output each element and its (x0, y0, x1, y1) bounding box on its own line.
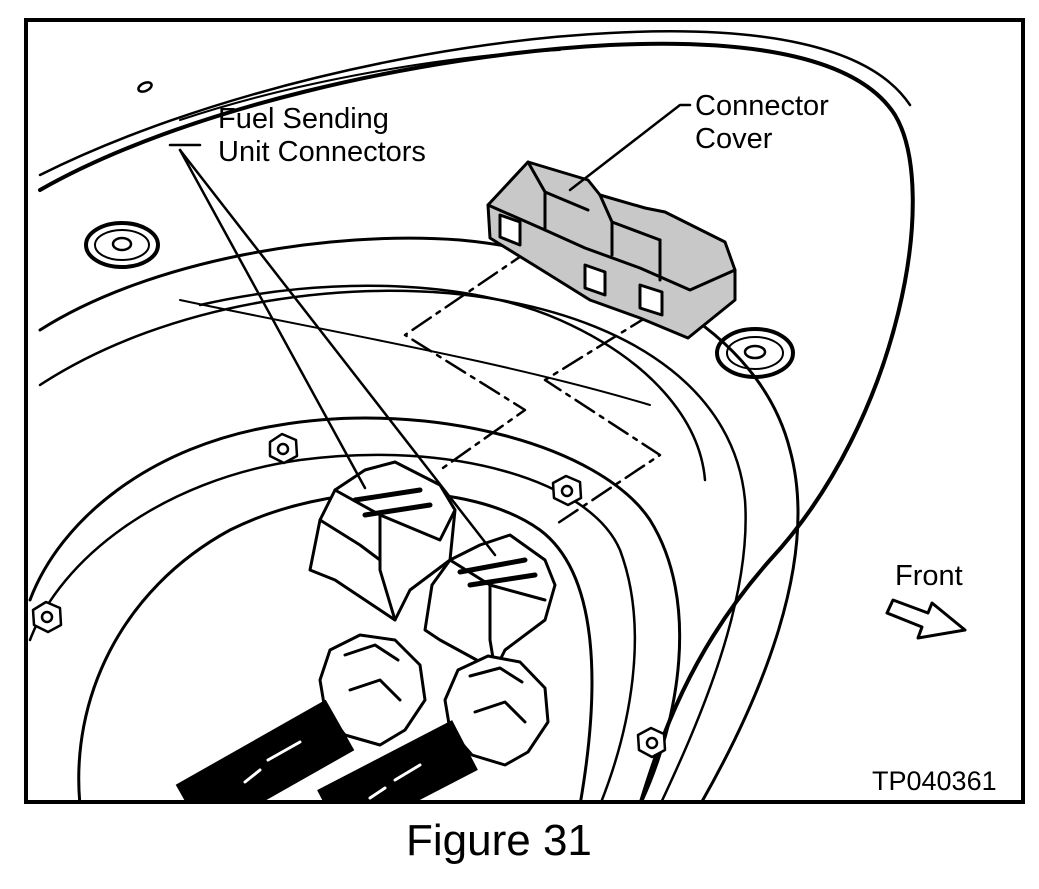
fuel-sending-connector-a (308, 460, 457, 622)
alignment-line-right (543, 313, 662, 527)
drawing-code: TP040361 (872, 766, 997, 796)
bolt-3 (31, 600, 63, 634)
grommet-right (715, 327, 795, 379)
leader-fuel-sending-a (168, 143, 367, 490)
leader-fuel-sending-b (178, 148, 497, 557)
hose-connector-left (318, 633, 427, 747)
label-fuel-sending-line1: Fuel Sending (218, 103, 389, 135)
figure-frame (24, 18, 1025, 804)
tank-plate-inner-edge (38, 30, 912, 177)
front-arrow-icon (885, 598, 967, 640)
mount-ring-4 (179, 299, 651, 406)
mount-ring-3 (198, 284, 707, 482)
bolt-1 (268, 432, 299, 465)
tank-plate-edge-2 (179, 49, 561, 121)
grommet-left (84, 221, 160, 269)
fuel-sending-connector-b (423, 533, 557, 672)
fuel-hose-left (175, 699, 355, 802)
label-connector-cover-line1: Connector (695, 90, 829, 122)
leader-connector-cover (568, 103, 692, 192)
figure-caption: Figure 31 (406, 816, 592, 865)
small-hole (137, 81, 153, 93)
illustration (28, 30, 967, 802)
fuel-hose-right (317, 720, 478, 802)
label-front: Front (895, 560, 963, 592)
bolt-4 (636, 726, 667, 759)
label-fuel-sending-line2: Unit Connectors (218, 136, 426, 168)
alignment-line-left (403, 248, 532, 472)
mount-ring-2 (38, 289, 747, 802)
label-connector-cover-line2: Cover (695, 123, 773, 155)
flange-inner (28, 453, 637, 802)
connector-cover (486, 160, 737, 340)
bolt-2 (551, 474, 583, 507)
